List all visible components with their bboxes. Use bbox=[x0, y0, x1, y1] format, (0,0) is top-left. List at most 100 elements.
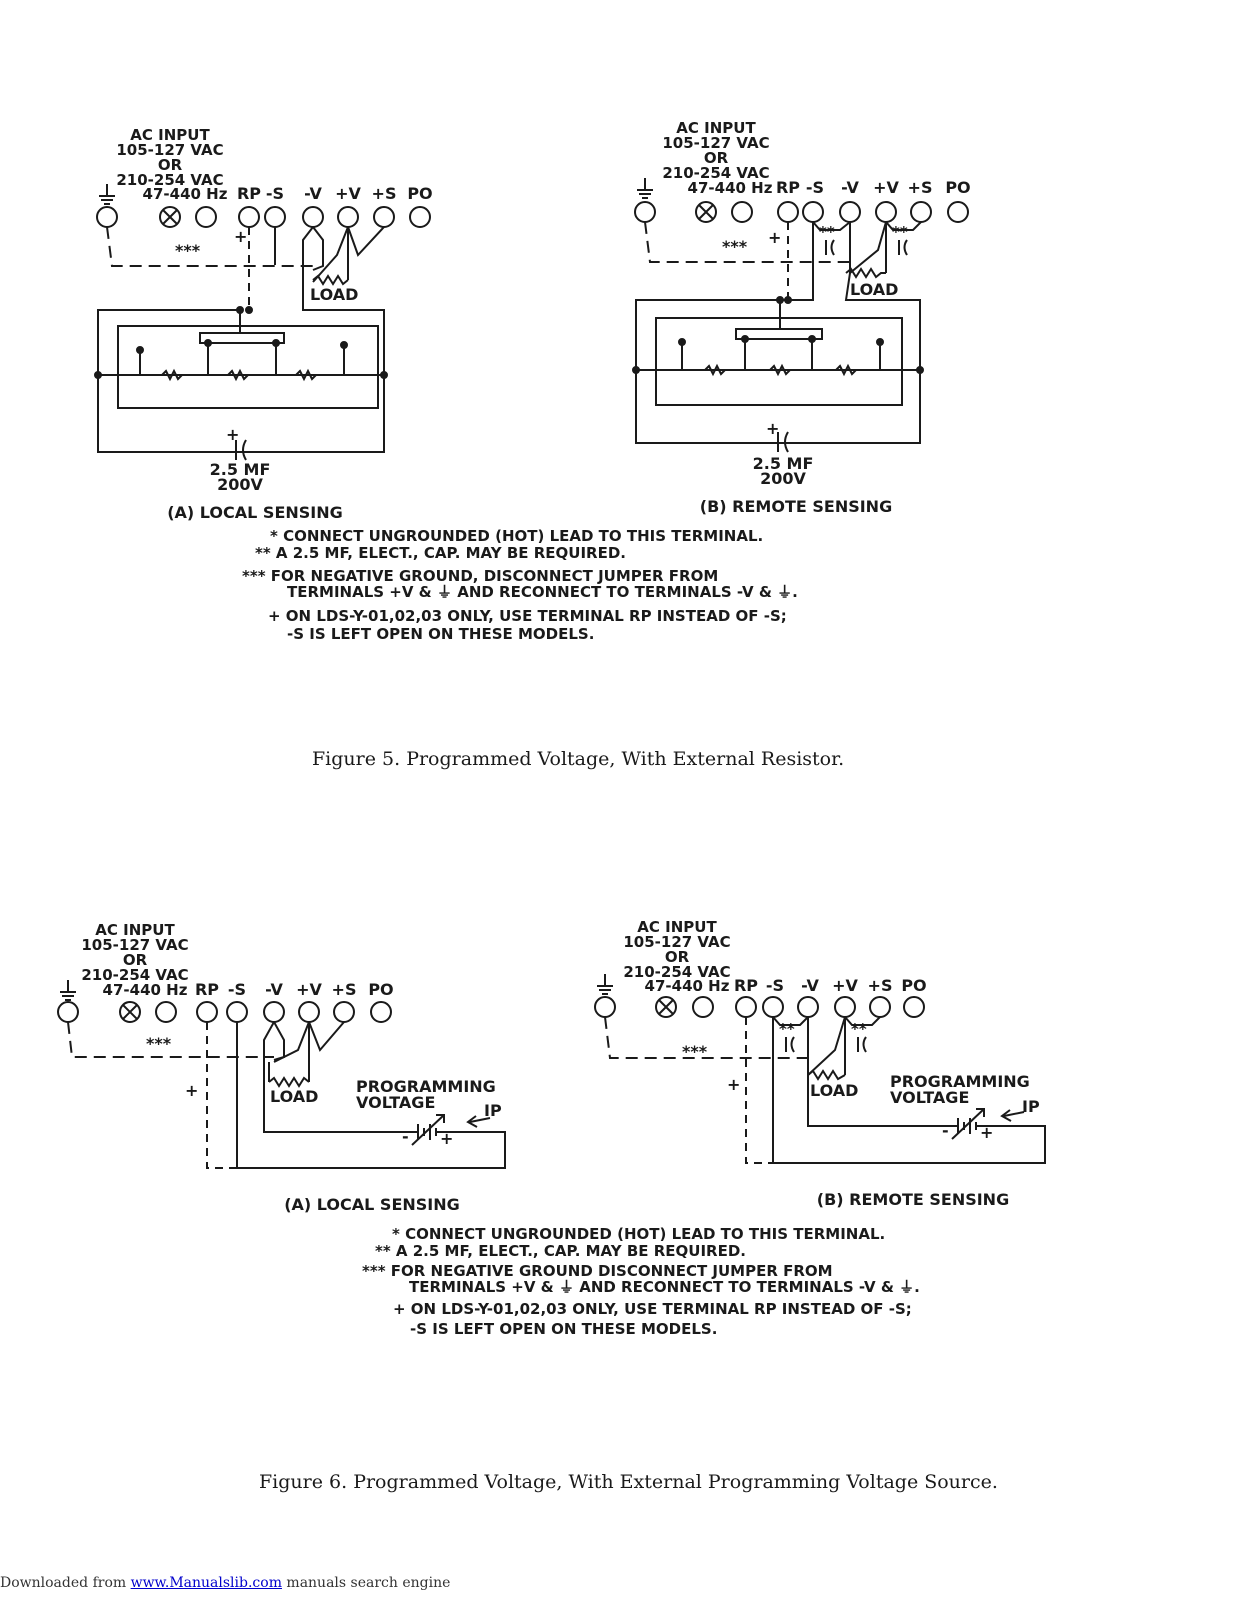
terminal-ground bbox=[57, 1001, 79, 1023]
terminal-plus-v bbox=[834, 996, 856, 1018]
fig5a-jumper-mark: *** bbox=[175, 241, 201, 260]
fuse-terminal-icon bbox=[159, 206, 181, 228]
terminal-minus-s bbox=[802, 201, 824, 223]
fig5a-cap-voltage: 200V bbox=[217, 475, 263, 494]
fig5b-load-label: LOAD bbox=[850, 280, 898, 299]
resistor-icon bbox=[295, 368, 317, 382]
terminal-minus-s bbox=[226, 1001, 248, 1023]
footer-link[interactable]: www.Manualslib.com bbox=[130, 1575, 282, 1591]
terminal-po bbox=[370, 1001, 392, 1023]
load-resistor-icon bbox=[845, 267, 886, 279]
fig5a-label-plus-v: +V bbox=[335, 184, 361, 203]
fig6a-diagram: AC INPUT 105-127 VAC OR 210-254 VAC 47-4… bbox=[57, 921, 506, 1214]
fig6b-label-minus-v: -V bbox=[801, 976, 819, 995]
current-arrow-icon bbox=[1000, 1109, 1025, 1122]
fig5b-jumper-mark: *** bbox=[722, 237, 748, 256]
fig5b-plus-mark: + bbox=[768, 228, 781, 247]
terminal-ac bbox=[195, 206, 217, 228]
fig6b-ac-input-4: 210-254 VAC bbox=[623, 963, 730, 981]
terminal-ac bbox=[155, 1001, 177, 1023]
terminal-ground bbox=[594, 996, 616, 1018]
fig6a-label-plus-s: +S bbox=[332, 980, 357, 999]
fig5a-label-po: PO bbox=[407, 184, 432, 203]
fig6a-ac-input-2: 105-127 VAC bbox=[81, 936, 188, 954]
footer-prefix: Downloaded from bbox=[0, 1575, 131, 1591]
fig6b-jumper-mark: *** bbox=[682, 1042, 708, 1061]
footer-suffix: manuals search engine bbox=[281, 1575, 451, 1591]
fig5b-cap-mark-1: ** bbox=[819, 223, 835, 241]
fig5-note-5: + ON LDS-Y-01,02,03 ONLY, USE TERMINAL R… bbox=[268, 607, 787, 625]
fig6b-label-minus-s: -S bbox=[766, 976, 784, 995]
fig6b-ac-input-1: AC INPUT bbox=[637, 918, 717, 936]
resistor-icon bbox=[161, 368, 183, 382]
fig6a-programming-2: VOLTAGE bbox=[356, 1093, 435, 1112]
fig6a-ac-input-1: AC INPUT bbox=[95, 921, 175, 939]
resistor-icon bbox=[704, 363, 726, 377]
fig6a-label-rp: RP bbox=[195, 980, 219, 999]
fig5b-ac-input-4: 210-254 VAC bbox=[662, 164, 769, 182]
fig6b-ac-input-2: 105-127 VAC bbox=[623, 933, 730, 951]
terminal-rp bbox=[777, 201, 799, 223]
fig6b-ip-label: IP bbox=[1022, 1097, 1040, 1116]
fig6b-diagram: AC INPUT 105-127 VAC OR 210-254 VAC 47-4… bbox=[594, 918, 1046, 1209]
fig5a-ac-input-1: AC INPUT bbox=[130, 126, 210, 144]
fig6a-subtitle: (A) LOCAL SENSING bbox=[284, 1195, 460, 1214]
terminal-ac bbox=[731, 201, 753, 223]
fig6-note-1: * CONNECT UNGROUNDED (HOT) LEAD TO THIS … bbox=[392, 1225, 885, 1243]
terminal-plus-s bbox=[869, 996, 891, 1018]
programming-voltage-source-icon bbox=[945, 1108, 985, 1140]
fig6-note-5: + ON LDS-Y-01,02,03 ONLY, USE TERMINAL R… bbox=[393, 1300, 912, 1318]
fig5-note-3: *** FOR NEGATIVE GROUND, DISCONNECT JUMP… bbox=[242, 567, 718, 585]
fig6a-jumper-mark: *** bbox=[146, 1034, 172, 1053]
resistor-icon bbox=[227, 368, 249, 382]
fig6a-load-label: LOAD bbox=[270, 1087, 318, 1106]
terminal-rp bbox=[238, 206, 260, 228]
fig5a-label-minus-v: -V bbox=[304, 184, 322, 203]
fig6a-programming-1: PROGRAMMING bbox=[356, 1077, 496, 1096]
fig5a-plus-mark: + bbox=[234, 227, 247, 246]
fig6a-label-minus-s: -S bbox=[228, 980, 246, 999]
fig6-note-6: -S IS LEFT OPEN ON THESE MODELS. bbox=[410, 1320, 717, 1338]
fig5a-cap-plus: + bbox=[226, 425, 239, 444]
fig6a-ac-input-5: 47-440 Hz bbox=[103, 981, 188, 999]
fig5-notes: * CONNECT UNGROUNDED (HOT) LEAD TO THIS … bbox=[242, 527, 798, 643]
fig5a-label-minus-s: -S bbox=[266, 184, 284, 203]
fig5-caption: Figure 5. Programmed Voltage, With Exter… bbox=[312, 748, 844, 770]
terminal-plus-v bbox=[298, 1001, 320, 1023]
fig5b-label-rp: RP bbox=[776, 178, 800, 197]
fig5a-ac-input-5: 47-440 Hz bbox=[143, 185, 228, 203]
fuse-terminal-icon bbox=[119, 1001, 141, 1023]
fig5b-label-po: PO bbox=[945, 178, 970, 197]
fig6b-load-label: LOAD bbox=[810, 1081, 858, 1100]
fig5b-cap-plus: + bbox=[766, 419, 779, 438]
terminal-minus-v bbox=[797, 996, 819, 1018]
fig5a-label-rp: RP bbox=[237, 184, 261, 203]
ground-icon bbox=[99, 184, 115, 205]
fig6b-programming-1: PROGRAMMING bbox=[890, 1072, 1030, 1091]
fig6a-ac-input-4: 210-254 VAC bbox=[81, 966, 188, 984]
fig6b-label-po: PO bbox=[901, 976, 926, 995]
fig5b-subtitle: (B) REMOTE SENSING bbox=[700, 497, 892, 516]
terminal-plus-s bbox=[910, 201, 932, 223]
fig6-note-3: *** FOR NEGATIVE GROUND DISCONNECT JUMPE… bbox=[362, 1262, 833, 1280]
fig5-note-1: * CONNECT UNGROUNDED (HOT) LEAD TO THIS … bbox=[270, 527, 763, 545]
fig6b-cap-mark-2: ** bbox=[851, 1020, 867, 1038]
switch-bar bbox=[199, 332, 285, 344]
terminal-ac bbox=[692, 996, 714, 1018]
load-resistor-icon bbox=[807, 1069, 846, 1081]
fig5-note-6: -S IS LEFT OPEN ON THESE MODELS. bbox=[287, 625, 594, 643]
fig6b-label-rp: RP bbox=[734, 976, 758, 995]
fig6b-label-plus-s: +S bbox=[868, 976, 893, 995]
fig6-note-2: ** A 2.5 MF, ELECT., CAP. MAY BE REQUIRE… bbox=[375, 1242, 746, 1260]
resistor-icon bbox=[835, 363, 857, 377]
fig6b-source-plus: + bbox=[980, 1123, 993, 1142]
fig5-note-2: ** A 2.5 MF, ELECT., CAP. MAY BE REQUIRE… bbox=[255, 544, 626, 562]
fig5a-ac-input-2: 105-127 VAC bbox=[116, 141, 223, 159]
fig5b-label-minus-s: -S bbox=[806, 178, 824, 197]
terminal-rp bbox=[735, 996, 757, 1018]
capacitor-icon bbox=[777, 431, 789, 453]
ground-icon bbox=[60, 980, 76, 1001]
terminal-minus-v bbox=[839, 201, 861, 223]
fig6a-plus-mark: + bbox=[185, 1081, 198, 1100]
